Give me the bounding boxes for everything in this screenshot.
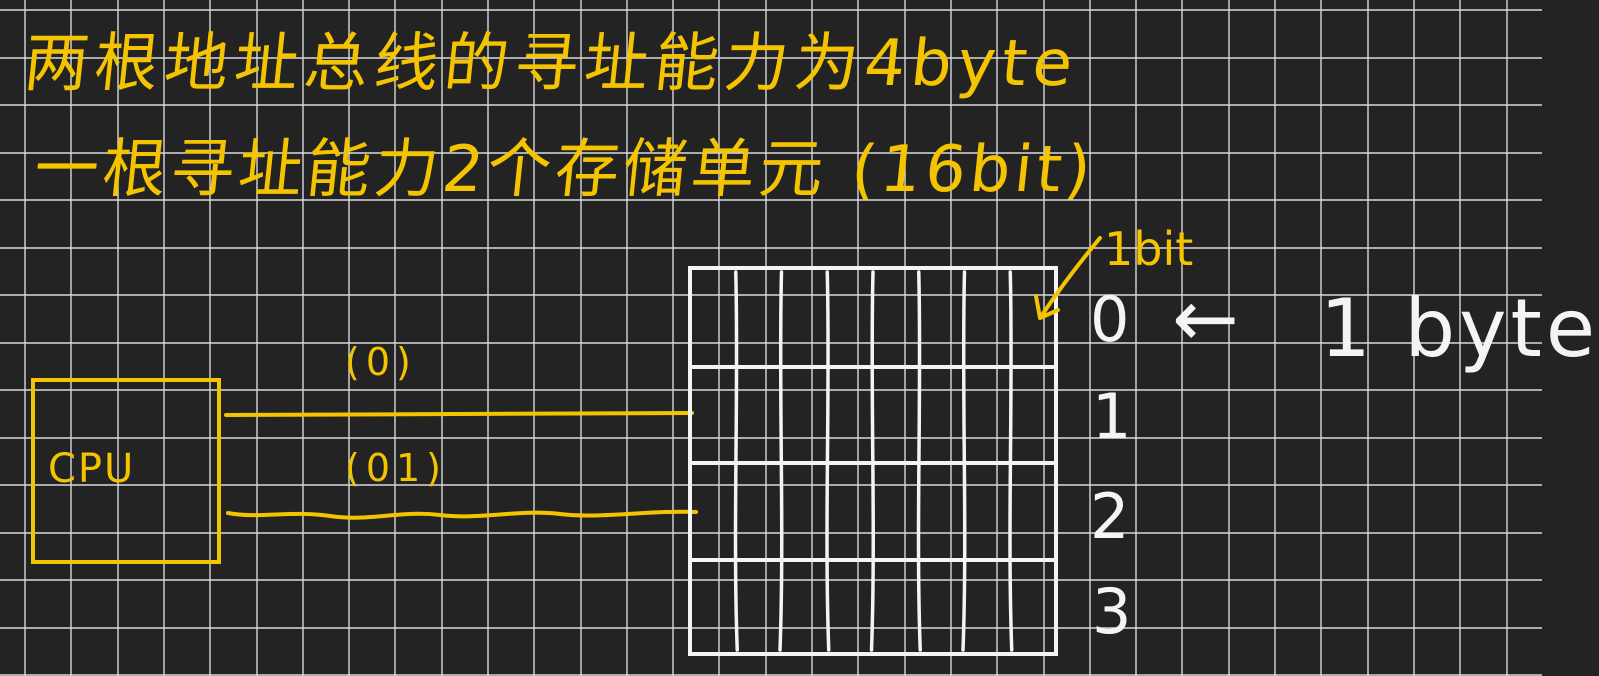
grid-background <box>0 0 1542 676</box>
memory-row-index-3: 3 <box>1092 575 1132 648</box>
bit-divider <box>1008 270 1014 652</box>
bit-dividers <box>733 270 1014 652</box>
memory-row-index-2: 2 <box>1090 480 1130 553</box>
left-arrow-icon: ← <box>1172 272 1240 365</box>
bit-divider <box>869 270 875 652</box>
bit-label: 1bit <box>1104 222 1194 276</box>
address-line-1 <box>226 509 698 520</box>
address-label-0: (0) <box>345 340 417 384</box>
bit-divider <box>825 270 831 652</box>
bit-divider <box>778 270 784 652</box>
memory-row-index-1: 1 <box>1092 380 1132 453</box>
cpu-box <box>31 378 221 564</box>
bit-divider <box>916 270 922 652</box>
memory-row-index-0: 0 <box>1090 283 1130 356</box>
byte-label: 1 byte <box>1320 282 1599 375</box>
bit-divider <box>961 270 967 652</box>
cpu-label: CPU <box>48 446 136 492</box>
diagram-strokes <box>31 236 1102 656</box>
address-line-0 <box>224 411 694 417</box>
address-label-1: (01) <box>345 446 448 490</box>
bit-divider <box>733 270 739 652</box>
bit-pointer-arrow <box>1034 236 1102 320</box>
